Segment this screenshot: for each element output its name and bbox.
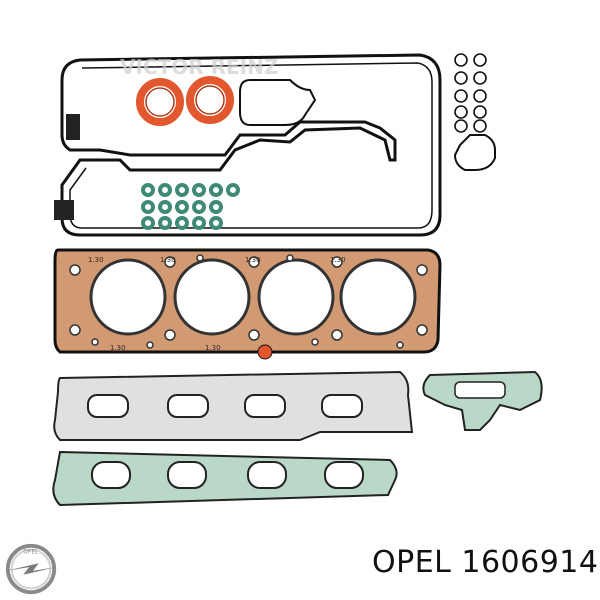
cylinder-bores — [89, 258, 417, 336]
head-gasket-orange-plug — [257, 344, 273, 360]
product-caption: OPEL 1606914 — [372, 545, 598, 580]
valve-stem-seals — [141, 183, 240, 230]
head-gasket-thickness-marking: 1.30 — [205, 344, 221, 352]
orange-seal-right — [186, 76, 234, 124]
intake-manifold-gasket — [52, 450, 398, 507]
exhaust-manifold-ports — [87, 394, 363, 418]
opel-blitz-logo-icon: OPEL — [5, 543, 57, 595]
valve-cover-clip-upper — [66, 114, 80, 140]
valve-cover-gasket-inner-line — [69, 62, 433, 229]
egr-gasket-opening — [454, 381, 506, 399]
egr-gasket — [422, 370, 543, 431]
head-gasket-thickness-marking: 1.30 — [110, 344, 126, 352]
head-gasket-thickness-marking: 1.30 — [330, 256, 346, 264]
orange-seal-left — [136, 78, 184, 126]
head-gasket-thickness-marking: 1.30 — [160, 256, 176, 264]
small-cover-gasket — [239, 79, 317, 126]
orange-seal-left-inner — [145, 87, 175, 117]
brand-name: OPEL — [372, 545, 452, 580]
thermostat-gasket — [453, 134, 496, 171]
watermark-top: VICTOR REINZ — [120, 55, 278, 79]
head-gasket-thickness-marking: 1.30 — [88, 256, 104, 264]
valve-cover-clip-left — [54, 200, 74, 220]
orange-seal-right-inner — [195, 85, 225, 115]
exhaust-manifold-gasket — [53, 370, 414, 441]
intake-manifold-ports — [91, 461, 364, 489]
svg-text:OPEL: OPEL — [23, 550, 39, 556]
o-ring-set — [454, 53, 487, 133]
part-number: 1606914 — [461, 545, 599, 580]
valve-cover-gasket — [60, 53, 442, 237]
head-bolt-holes — [69, 254, 428, 349]
head-gasket-thickness-marking: 1.30 — [245, 256, 261, 264]
